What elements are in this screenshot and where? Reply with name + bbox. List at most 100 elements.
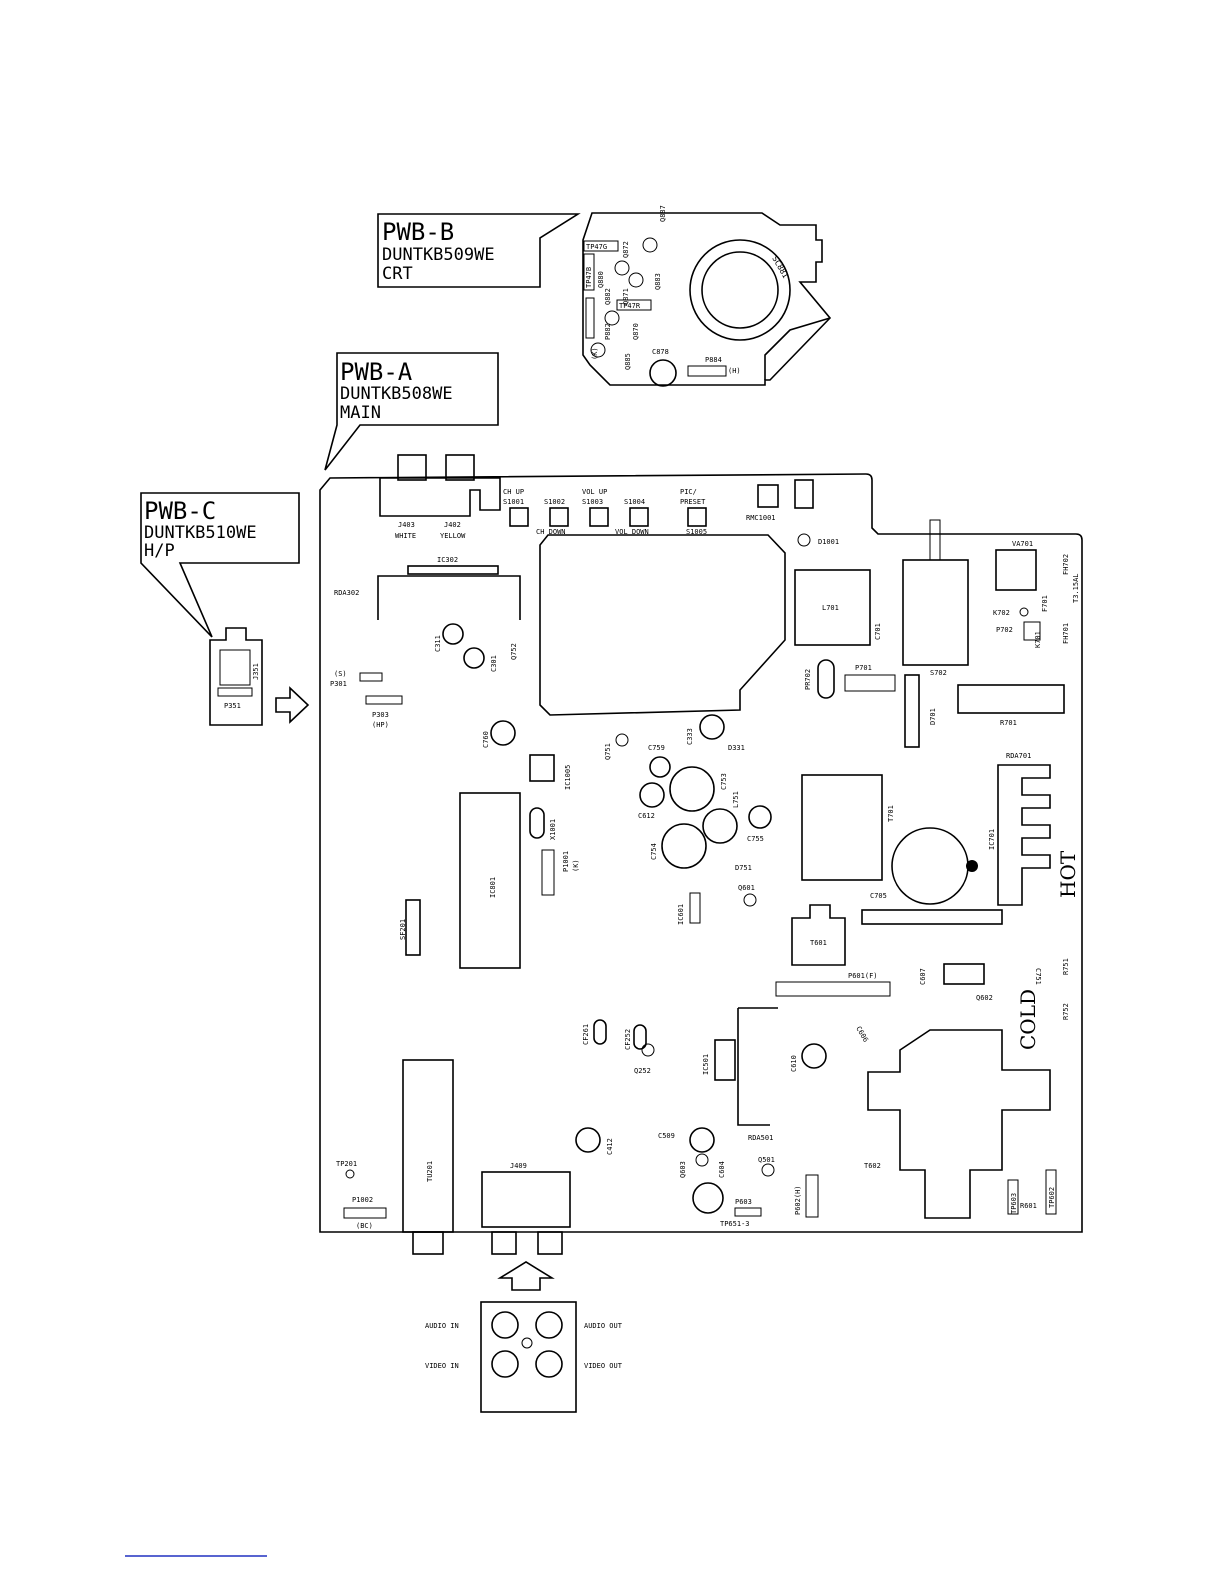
- s1004-button: [629, 507, 649, 527]
- q871-label: Q871: [622, 288, 630, 305]
- q601-label: Q601: [738, 884, 755, 892]
- s1005-label: S1005: [686, 528, 707, 536]
- c878-label: C878: [652, 348, 669, 356]
- d701-label: D701: [929, 708, 937, 725]
- r601-label: R601: [1020, 1202, 1037, 1210]
- cf252-label: CF252: [624, 1029, 632, 1050]
- tu201-label: TU201: [426, 1161, 434, 1182]
- rda701-label: RDA701: [1006, 752, 1031, 760]
- pwb-c-name: H/P: [144, 541, 175, 561]
- c760-label: C760: [482, 731, 490, 748]
- sf201-label: SF201: [399, 919, 407, 940]
- j351-label: J351: [252, 663, 260, 680]
- pwb-c-title: PWB-C: [144, 497, 216, 525]
- j403-color: WHITE: [395, 532, 416, 540]
- l751-label: L751: [732, 791, 740, 808]
- s1003-button: [589, 507, 609, 527]
- x1001-label: X1001: [549, 819, 557, 840]
- s1005-top2: PRESET: [680, 498, 706, 506]
- s1001-label: S1001: [503, 498, 524, 506]
- t602-label: T602: [864, 1162, 881, 1170]
- j403-label: J403: [398, 521, 415, 529]
- fh702-label: FH702: [1062, 554, 1070, 575]
- rda501-label: RDA501: [748, 1134, 773, 1142]
- up-arrow-icon: [497, 1261, 555, 1291]
- r752-label: R752: [1062, 1003, 1070, 1020]
- pwb-b-board: SC881 Q887 Q872 TP47G TP47B Q880 Q882 Q8…: [582, 205, 832, 387]
- tp47b-label: TP47B: [585, 267, 593, 288]
- h-label: (H): [728, 367, 741, 375]
- pwb-a-label-box: PWB-A DUNTKB508WE MAIN: [324, 352, 499, 471]
- s1001-button: [509, 507, 529, 527]
- k702-label: K702: [993, 609, 1010, 617]
- ic601-label: IC601: [677, 904, 685, 925]
- k-label: (K): [591, 347, 599, 360]
- tp603-label: TP603: [1010, 1193, 1018, 1214]
- c412-label: C412: [606, 1138, 614, 1155]
- p702-label: P702: [996, 626, 1013, 634]
- va701-label: VA701: [1012, 540, 1033, 548]
- p603-label: P603: [735, 1198, 752, 1206]
- s1002-label: S1002: [544, 498, 565, 506]
- pwb-c-label-box: PWB-C DUNTKB510WE H/P: [140, 492, 300, 638]
- p1002-label: P1002: [352, 1196, 373, 1204]
- p1001-label: P1001: [562, 851, 570, 872]
- q885-label: Q885: [624, 353, 632, 370]
- q882-label: Q882: [604, 288, 612, 305]
- s1005-button: [687, 507, 707, 527]
- p601-label: P601(F): [848, 972, 878, 980]
- c705-label: C705: [870, 892, 887, 900]
- l701-label: L701: [822, 604, 839, 612]
- pr702-label: PR702: [804, 669, 812, 690]
- q872-label: Q872: [622, 241, 630, 258]
- right-arrow-icon: [275, 686, 310, 724]
- s702-label: S702: [930, 669, 947, 677]
- sc881-label: SC881: [770, 255, 790, 281]
- d331-label: D331: [728, 744, 745, 752]
- pwb-b-name: CRT: [382, 264, 413, 284]
- r751-label: R751: [1062, 958, 1070, 975]
- p1001-k-label: (K): [572, 859, 580, 872]
- q880-label: Q880: [597, 271, 605, 288]
- s1004-bottom: VOL DOWN: [615, 528, 649, 536]
- hp-label: (HP): [372, 721, 389, 729]
- q883-label: Q883: [654, 273, 662, 290]
- cf261-label: CF261: [582, 1024, 590, 1045]
- rda302-label: RDA302: [334, 589, 359, 597]
- c610-label: C610: [790, 1055, 798, 1072]
- audio-out-label: AUDIO OUT: [584, 1322, 623, 1330]
- q252-label: Q252: [634, 1067, 651, 1075]
- rmc1001-label: RMC1001: [746, 514, 776, 522]
- p301-label: P301: [330, 680, 347, 688]
- s1005-top1: PIC/: [680, 488, 697, 496]
- q887-label: Q887: [659, 205, 667, 222]
- s1002-bottom: CH DOWN: [536, 528, 566, 536]
- cold-zone-label: COLD: [1016, 989, 1040, 1050]
- s1004-label: S1004: [624, 498, 645, 506]
- c509-label: C509: [658, 1132, 675, 1140]
- p602-label: P602(H): [794, 1185, 802, 1215]
- av-panel: AUDIO IN VIDEO IN AUDIO OUT VIDEO OUT: [425, 1261, 623, 1413]
- c333-label: C333: [686, 728, 694, 745]
- tp47r-label: TP47R: [619, 302, 641, 310]
- pwb-a-name: MAIN: [340, 403, 381, 423]
- ic801-label: IC801: [489, 877, 497, 898]
- tp651-label: TP651-3: [720, 1220, 750, 1228]
- c751-label: C751: [1034, 968, 1042, 985]
- j409-label: J409: [510, 1162, 527, 1170]
- bc-label: (BC): [356, 1222, 373, 1230]
- c759-label: C759: [648, 744, 665, 752]
- hot-zone-label: HOT: [1056, 850, 1080, 898]
- t601-label: T601: [810, 939, 827, 947]
- q752-label: Q752: [510, 643, 518, 660]
- tp201-label: TP201: [336, 1160, 357, 1168]
- f701-label: F701: [1041, 595, 1049, 612]
- t315-label: T3.15AL: [1072, 573, 1080, 603]
- pwb-a-title: PWB-A: [340, 358, 413, 386]
- q603-label: Q603: [679, 1161, 687, 1178]
- p882-label: P882: [604, 323, 612, 340]
- d1001-label: D1001: [818, 538, 839, 546]
- ic302-label: IC302: [437, 556, 458, 564]
- c301-label: C301: [490, 655, 498, 672]
